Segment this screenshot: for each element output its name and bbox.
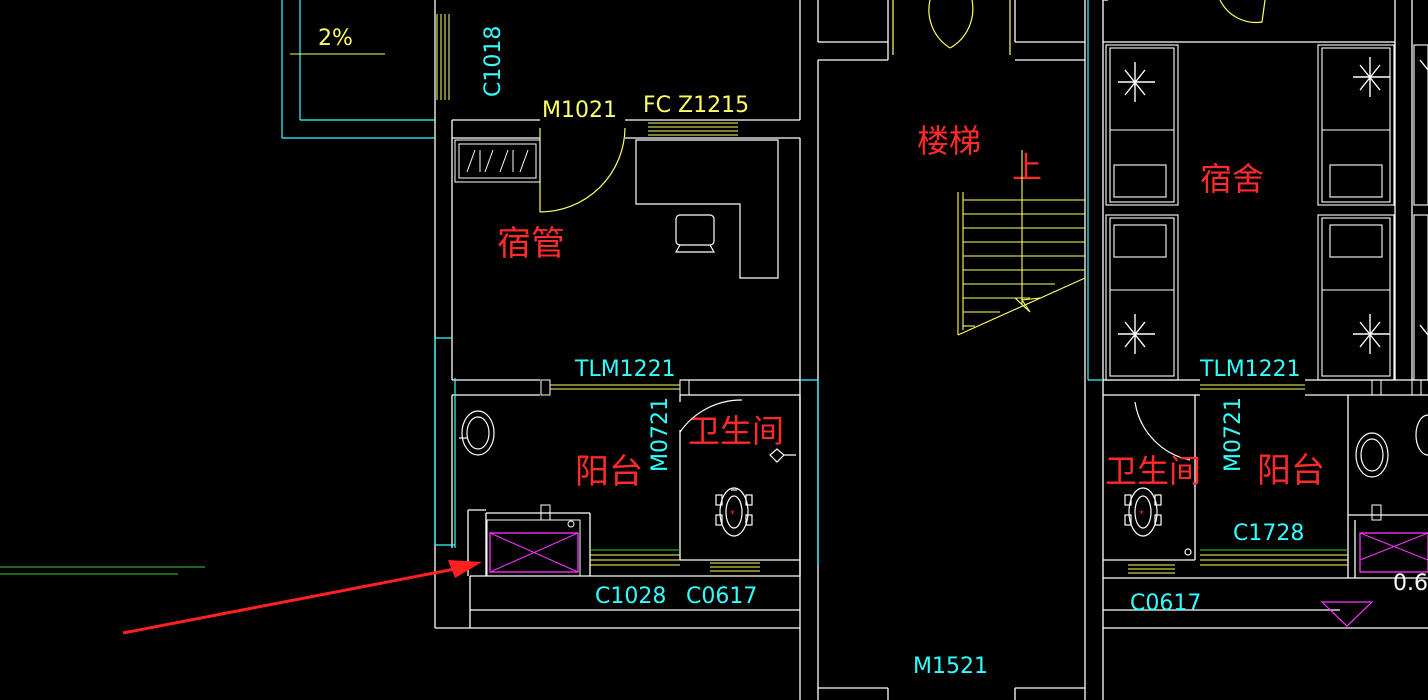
window-label-c0617-left: C0617: [686, 584, 757, 609]
sliding-door-tlm1221-left: [540, 379, 690, 396]
desk-and-chair: [635, 139, 779, 279]
walls-right-unit: [1102, 0, 1428, 700]
toilet-marker-right: *: [1139, 509, 1144, 520]
window-label-c0617-right: C0617: [1130, 591, 1201, 616]
room-label-toilet-right: 卫生间: [1105, 452, 1201, 490]
window-c0617-right: [1128, 564, 1175, 574]
window-c1028: [590, 549, 680, 566]
door-label-m0721-left: M0721: [648, 397, 673, 472]
window-c0617-left: [710, 562, 760, 572]
room-label-dorm: 宿舍: [1200, 160, 1264, 198]
door-label-m1521: M1521: [913, 654, 988, 679]
pointer-arrow: [122, 560, 482, 635]
door-m0721-left: [679, 399, 743, 433]
window-c1728: [1200, 549, 1348, 566]
window-label-c1018: C1018: [481, 26, 506, 97]
edge-value: 0.60: [1393, 571, 1428, 596]
window-label-c1028: C1028: [595, 584, 666, 609]
stair-flight: [957, 150, 1086, 336]
room-label-toilet-left: 卫生间: [688, 412, 784, 450]
wall-fixture-left: [769, 448, 796, 463]
dorm-beds-left-column: [1105, 44, 1179, 381]
door-label-tlm1221-right: TLM1221: [1199, 357, 1301, 382]
toilet-marker-left: *: [730, 509, 735, 520]
door-label-tlm1221-left: TLM1221: [574, 357, 676, 382]
washbasin-right: [1355, 414, 1428, 478]
stairwell-walls: [817, 0, 1086, 700]
wall-post-right: [1371, 504, 1382, 521]
slope-label: 2%: [318, 26, 353, 51]
window-label-c1728: C1728: [1233, 521, 1304, 546]
door-label-m1021: M1021: [542, 98, 617, 123]
balcony-edge-right: [1087, 0, 1103, 381]
wall-post-left: [540, 504, 551, 521]
door-label-m0721-right: M0721: [1221, 397, 1246, 472]
window-c1018: [436, 14, 450, 100]
dorm-fan-symbols: [1118, 57, 1428, 354]
door-arc-top-right: [1219, 0, 1266, 24]
site-line: [0, 566, 205, 575]
room-label-stairs: 楼梯: [917, 122, 981, 160]
washing-machine-right: [1359, 532, 1428, 573]
washbasin-left: [459, 410, 495, 456]
wardrobe-rack: [454, 139, 541, 183]
stair-up-label: 上: [1012, 151, 1042, 186]
double-door-stair-top: [892, 0, 1011, 55]
room-label-balcony-left: 阳台: [575, 452, 643, 492]
balcony-slab-top-left: [281, 0, 819, 565]
door-m0721-right: [1134, 401, 1191, 461]
sliding-door-tlm1221-right: [1200, 379, 1422, 396]
level-marker: [1320, 601, 1374, 627]
room-label-dorm-manager: 宿管: [497, 224, 565, 264]
washing-machine-left: [486, 519, 581, 577]
room-label-balcony-right: 阳台: [1257, 451, 1325, 491]
squat-toilet-right: [1124, 487, 1192, 556]
window-label-fc1215: FC Z1215: [643, 93, 749, 118]
window-fc1215: [648, 122, 738, 136]
squat-toilet-left: [715, 487, 753, 537]
